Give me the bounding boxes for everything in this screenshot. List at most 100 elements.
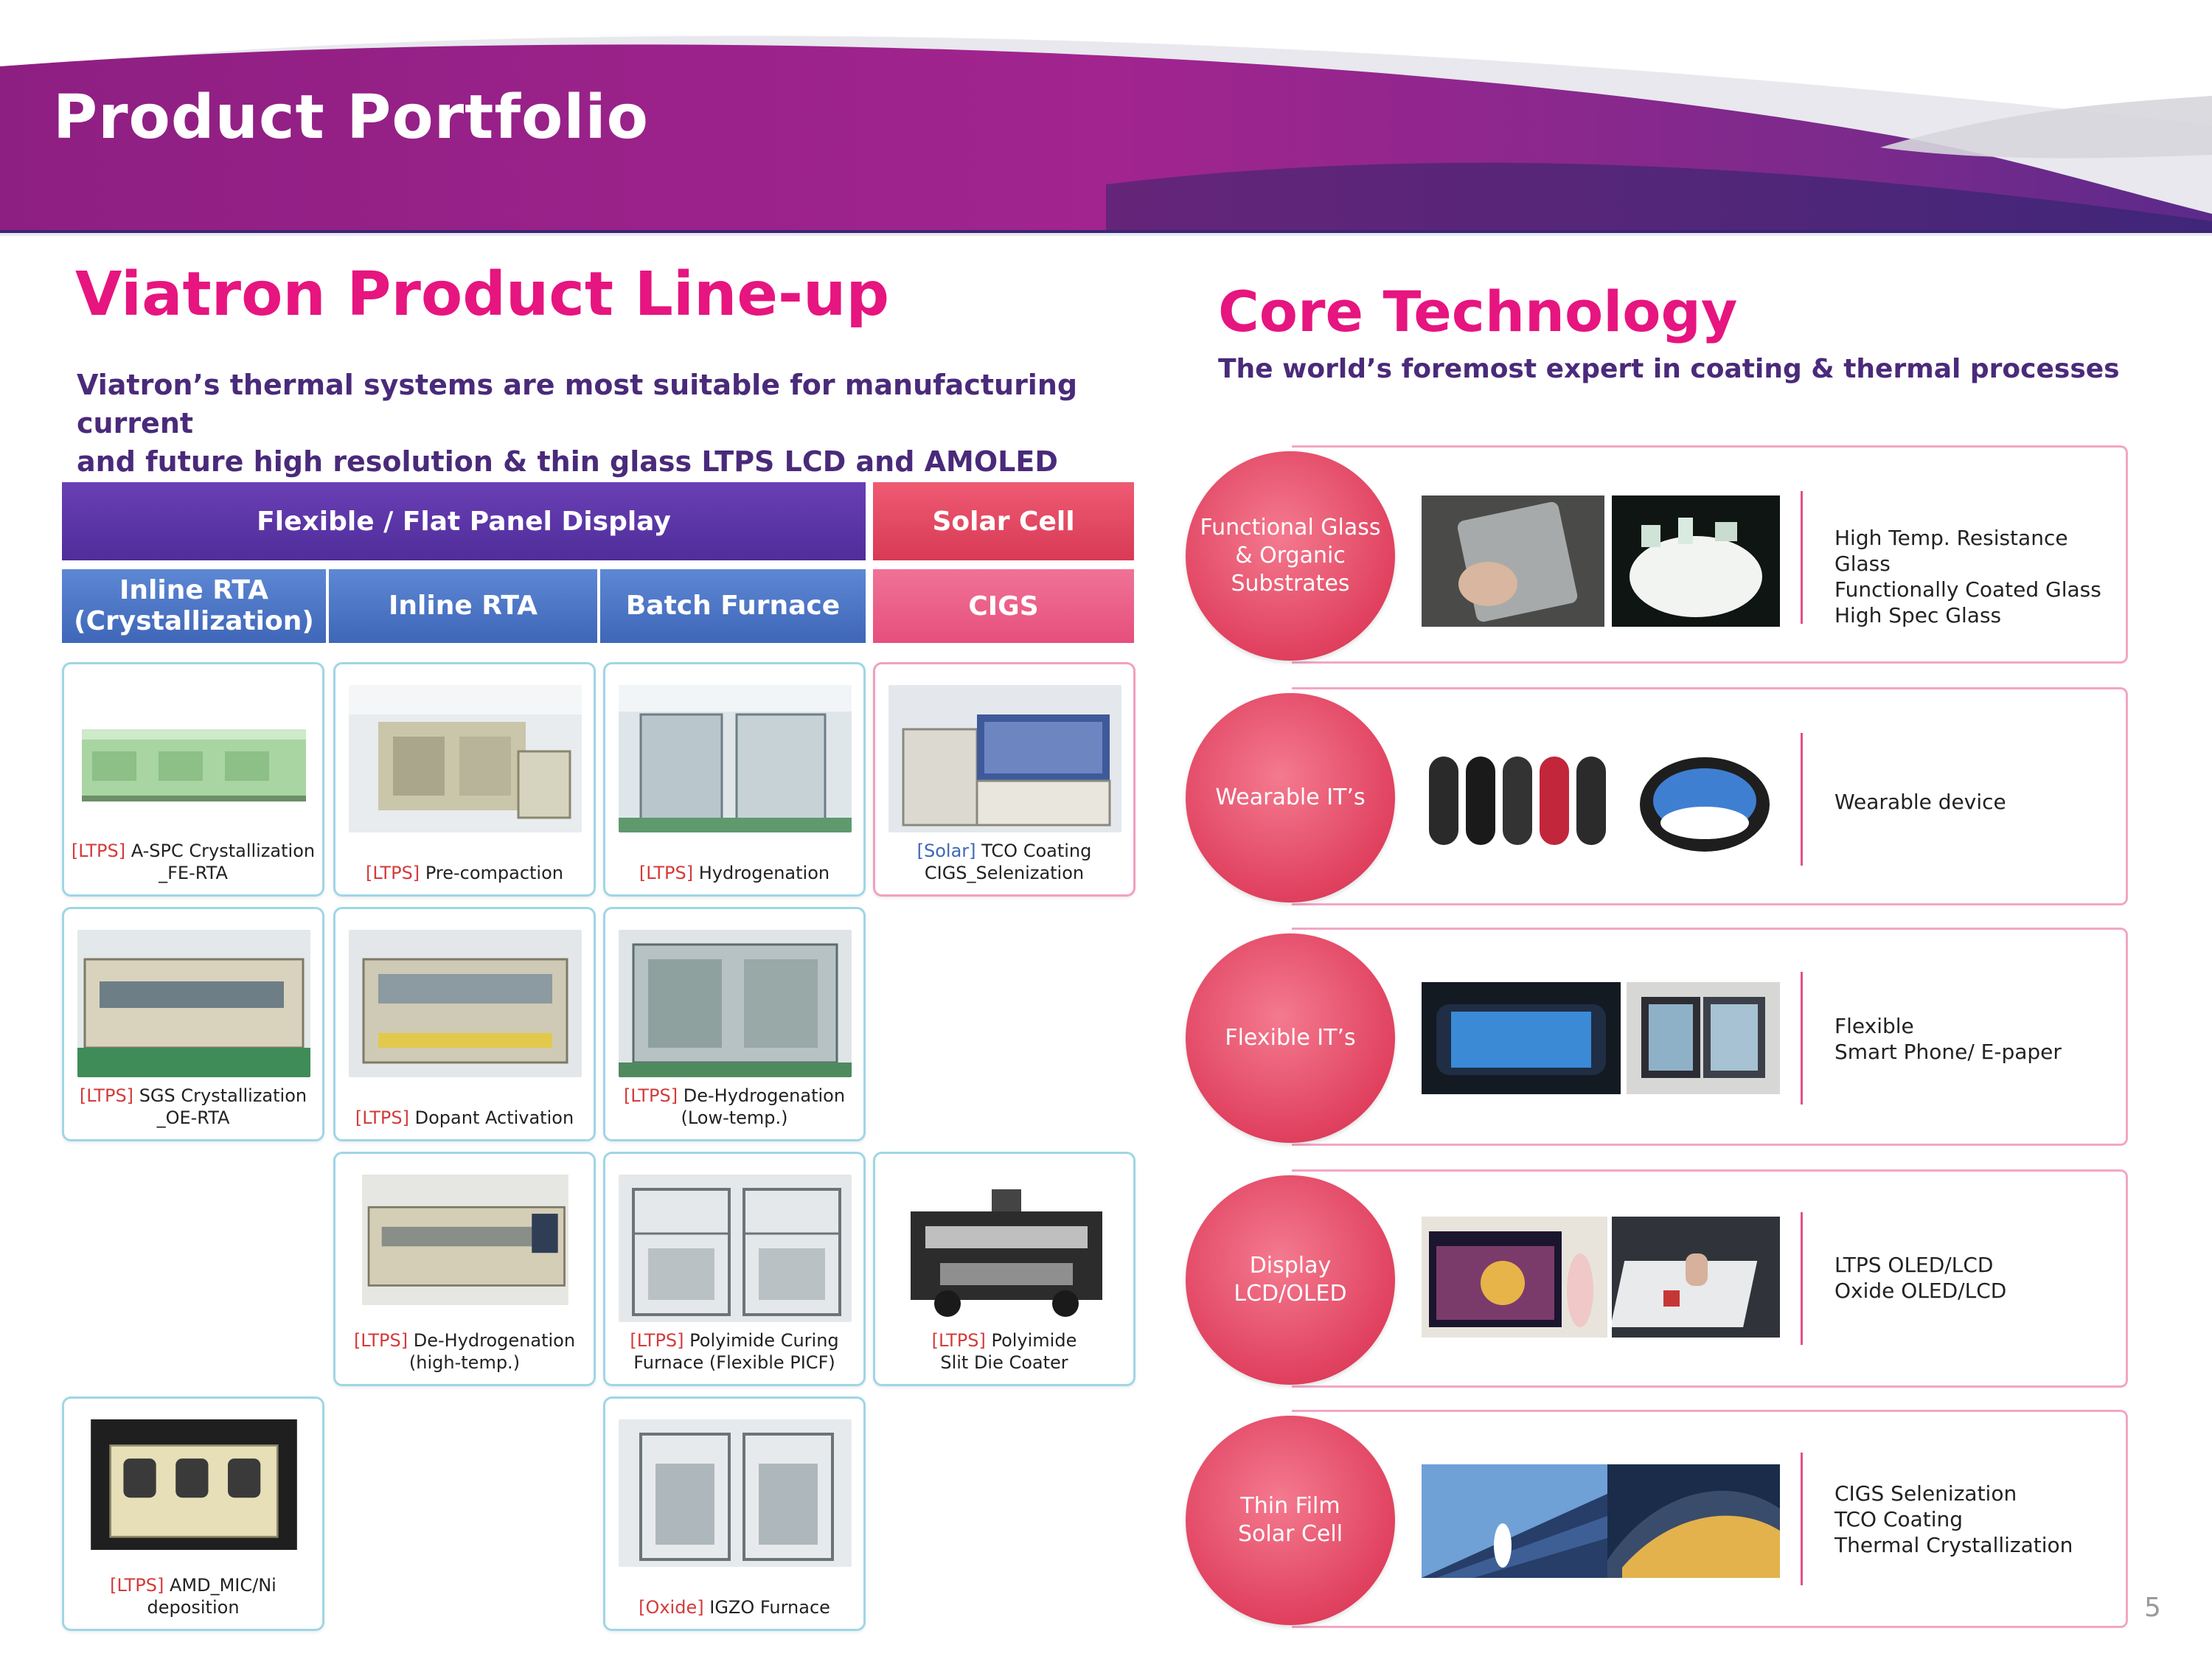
tech-description-wearable: Wearable device (1834, 789, 2115, 815)
tech-photo-glass-substrates (1612, 495, 1780, 627)
tech-desc-line1: Wearable device (1834, 790, 2006, 814)
tech-photo-touch-display (1612, 1217, 1780, 1338)
group-header-flexible: Flexible / Flat Panel Display (62, 482, 866, 560)
product-name: AMD_MIC/Ni deposition (147, 1575, 276, 1618)
tech-label-line2: LCD/OLED (1234, 1281, 1347, 1307)
product-card-dopant-activation[interactable]: [LTPS] Dopant Activation (333, 907, 596, 1141)
tech-photo-solar-panels (1422, 1464, 1607, 1578)
product-name-line2: _FE-RTA (159, 863, 228, 883)
tech-circle-wearable: Wearable IT’s (1186, 693, 1395, 902)
product-card-aspc-crystallization[interactable]: [LTPS] A-SPC Crystallization _FE-RTA (62, 662, 324, 897)
product-tag: [LTPS] (639, 863, 694, 883)
tech-desc-line1: Flexible (1834, 1014, 1914, 1038)
product-card-tco-coating[interactable]: [Solar] TCO Coating CIGS_Selenization (873, 662, 1135, 897)
product-photo (77, 685, 310, 832)
tech-desc-line1: CIGS Selenization (1834, 1481, 2017, 1506)
tech-label-line1: Thin Film (1240, 1493, 1340, 1519)
product-photo (91, 1419, 297, 1550)
tech-label-line1: Flexible IT’s (1225, 1025, 1356, 1051)
product-card-polyimide-curing[interactable]: [LTPS] Polyimide Curing Furnace (Flexibl… (603, 1152, 866, 1386)
tech-label-line1: Functional Glass (1200, 515, 1381, 540)
product-caption: [LTPS] De-Hydrogenation (high-temp.) (340, 1329, 589, 1374)
product-caption: [LTPS] De-Hydrogenation (Low-temp.) (610, 1085, 859, 1129)
product-card-igzo-furnace[interactable]: [Oxide] IGZO Furnace (603, 1397, 866, 1631)
tech-circle-display: Display LCD/OLED (1186, 1175, 1395, 1385)
tech-photo-curved-watch (1630, 734, 1780, 866)
tech-photo-foldable-device (1627, 982, 1780, 1094)
core-technology-subtitle: The world’s foremost expert in coating &… (1218, 354, 2120, 384)
lineup-heading: Viatron Product Line-up (75, 260, 890, 330)
product-photo (619, 1175, 852, 1322)
tech-desc-line2: Oxide OLED/LCD (1834, 1279, 2007, 1303)
product-tag: [LTPS] (110, 1575, 164, 1596)
tech-divider (1801, 1453, 1803, 1585)
product-card-sgs-crystallization[interactable]: [LTPS] SGS Crystallization _OE-RTA (62, 907, 324, 1141)
product-photo (888, 1175, 1121, 1322)
product-name-line2: (high-temp.) (408, 1352, 521, 1373)
product-tag: [LTPS] (623, 1085, 678, 1106)
product-name: Hydrogenation (698, 863, 830, 883)
product-name-line2: _OE-RTA (156, 1107, 230, 1128)
column-header-line2: (Crystallization) (74, 606, 314, 636)
product-caption: [Solar] TCO Coating CIGS_Selenization (880, 840, 1129, 884)
product-card-pre-compaction[interactable]: [LTPS] Pre-compaction (333, 662, 596, 897)
product-name: Polyimide (991, 1330, 1077, 1351)
product-name: IGZO Furnace (709, 1597, 830, 1618)
page-title: Product Portfolio (53, 83, 649, 153)
tech-label-line1: Display (1249, 1253, 1332, 1279)
product-name: Polyimide Curing (689, 1330, 839, 1351)
lineup-subtitle-line1: Viatron’s thermal systems are most suita… (77, 369, 1078, 439)
tech-photo-solar-building (1607, 1464, 1780, 1578)
product-name-line2: Furnace (Flexible PICF) (633, 1352, 835, 1373)
column-header-line1: Inline RTA (119, 575, 268, 605)
product-caption: [LTPS] Dopant Activation (340, 1107, 589, 1129)
tech-label-line2: & Organic (1235, 543, 1346, 568)
column-header-inline-rta-crystallization: Inline RTA (Crystallization) (62, 569, 326, 643)
product-name-line2: Slit Die Coater (940, 1352, 1068, 1373)
product-card-dehydrogenation-low-temp[interactable]: [LTPS] De-Hydrogenation (Low-temp.) (603, 907, 866, 1141)
column-header-batch-furnace: Batch Furnace (600, 569, 866, 643)
header-wave-graphic (0, 35, 2212, 236)
tech-photo-smart-bands (1422, 734, 1619, 866)
product-name: De-Hydrogenation (683, 1085, 846, 1106)
tech-description-display: LTPS OLED/LCD Oxide OLED/LCD (1834, 1252, 2115, 1304)
tech-desc-line1: High Temp. Resistance Glass (1834, 526, 2068, 576)
product-caption: [LTPS] Polyimide Curing Furnace (Flexibl… (610, 1329, 859, 1374)
product-tag: [Oxide] (639, 1597, 704, 1618)
tech-label-line2: Solar Cell (1237, 1521, 1343, 1547)
product-name: A-SPC Crystallization (131, 841, 316, 861)
tech-description-solar: CIGS Selenization TCO Coating Thermal Cr… (1834, 1481, 2115, 1558)
product-tag: [LTPS] (931, 1330, 986, 1351)
product-photo (77, 930, 310, 1077)
product-caption: [LTPS] Polyimide Slit Die Coater (880, 1329, 1129, 1374)
tech-circle-flexible: Flexible IT’s (1186, 933, 1395, 1143)
product-caption: [LTPS] Hydrogenation (610, 862, 859, 884)
product-card-amd-mic-ni[interactable]: [LTPS] AMD_MIC/Ni deposition (62, 1397, 324, 1631)
header-banner: Product Portfolio (0, 0, 2212, 236)
product-card-dehydrogenation-high-temp[interactable]: [LTPS] De-Hydrogenation (high-temp.) (333, 1152, 596, 1386)
tech-divider (1801, 733, 1803, 866)
tech-desc-line3: High Spec Glass (1834, 603, 2002, 627)
product-name-line2: CIGS_Selenization (924, 863, 1085, 883)
core-technology-heading: Core Technology (1218, 279, 1738, 344)
tech-description-flexible: Flexible Smart Phone/ E-paper (1834, 1013, 2115, 1065)
product-tag: [Solar] (917, 841, 976, 861)
tech-desc-line2: TCO Coating (1834, 1507, 1964, 1531)
product-photo (349, 685, 582, 832)
tech-circle-solar: Thin Film Solar Cell (1186, 1416, 1395, 1625)
product-photo (619, 930, 852, 1077)
product-name: De-Hydrogenation (413, 1330, 576, 1351)
tech-description-functional-glass: High Temp. Resistance Glass Functionally… (1834, 525, 2115, 628)
tech-desc-line2: Smart Phone/ E-paper (1834, 1040, 2062, 1064)
product-card-polyimide-slit-die-coater[interactable]: [LTPS] Polyimide Slit Die Coater (873, 1152, 1135, 1386)
product-tag: [LTPS] (353, 1330, 408, 1351)
product-name: Dopant Activation (414, 1107, 574, 1128)
tech-label-line1: Wearable IT’s (1215, 785, 1366, 810)
tech-photo-oled-tv (1422, 1217, 1607, 1338)
tech-desc-line1: LTPS OLED/LCD (1834, 1253, 1994, 1277)
tech-divider (1801, 1212, 1803, 1345)
product-name: Pre-compaction (425, 863, 563, 883)
group-header-solar: Solar Cell (873, 482, 1134, 560)
column-header-inline-rta: Inline RTA (329, 569, 597, 643)
product-card-hydrogenation[interactable]: [LTPS] Hydrogenation (603, 662, 866, 897)
